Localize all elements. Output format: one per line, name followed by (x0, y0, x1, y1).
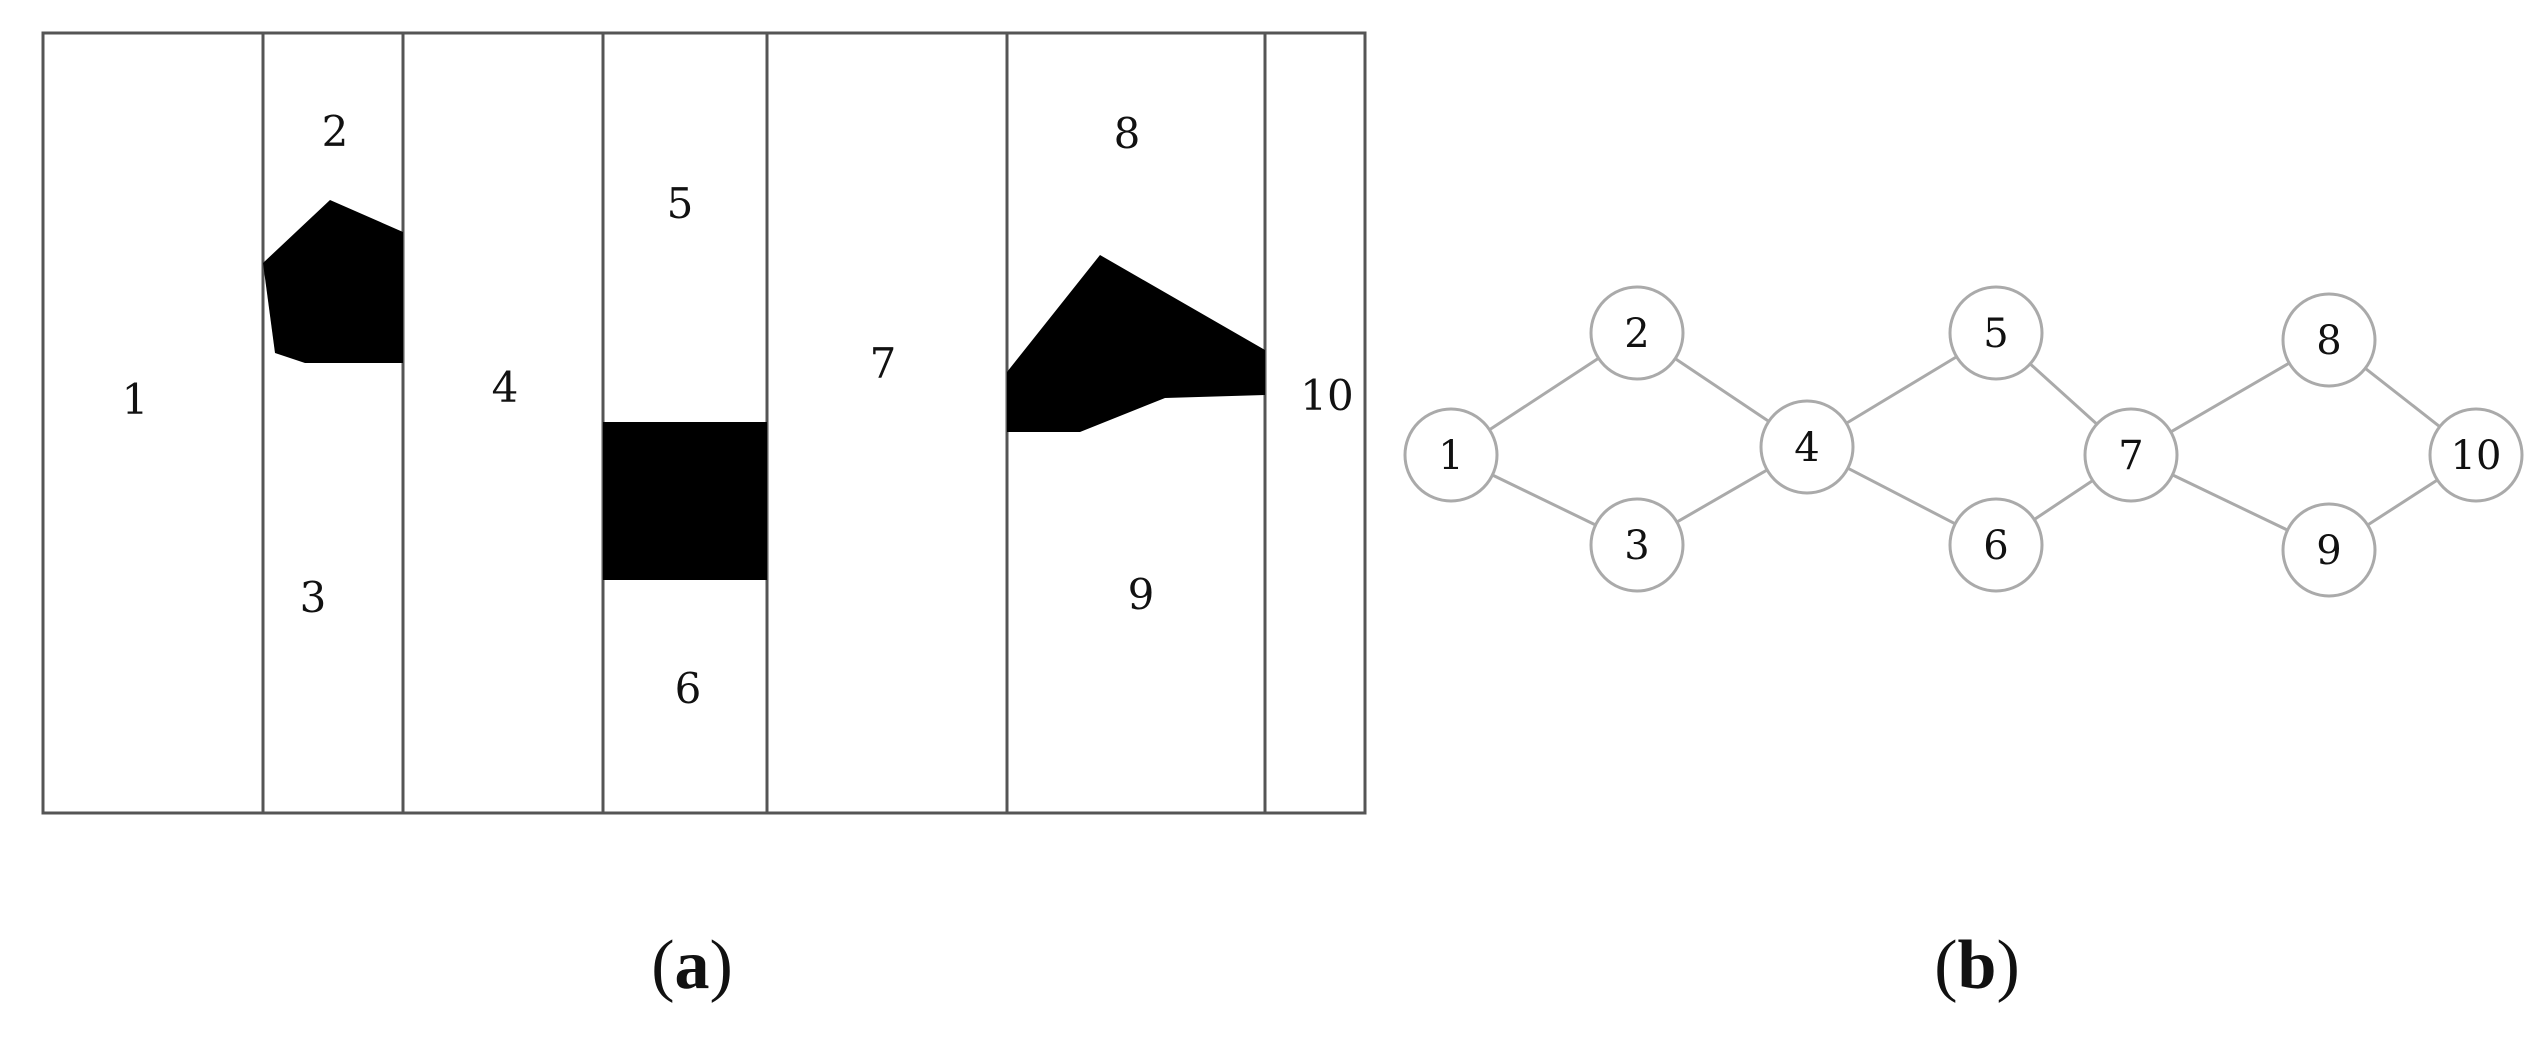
graph-edge-2-4 (1674, 357, 1770, 423)
obstacle-polygon (1007, 255, 1265, 432)
node-circle (2281, 292, 2377, 388)
node-label: 3 (1624, 523, 1649, 569)
cell-label: 7 (870, 339, 897, 388)
node-label: 8 (2316, 318, 2341, 364)
graph-node-6: 6 (1948, 497, 2044, 593)
node-circle (1403, 407, 1499, 503)
node-label: 4 (1794, 425, 1819, 471)
graph-edge-1-2 (1488, 356, 1600, 432)
cell-label: 8 (1114, 109, 1141, 158)
obstacle-rectangle (603, 422, 767, 580)
panel-a-cell-decomposition: 1 2 3 4 5 6 7 8 9 10 (a) (41, 31, 1367, 1004)
cell-label: 2 (322, 107, 349, 156)
graph-edge-4-5 (1845, 355, 1958, 425)
cell-label: 6 (675, 664, 702, 713)
graph-edge-7-8 (2170, 361, 2290, 434)
graph-edge-9-10 (2366, 478, 2439, 527)
graph-edge-5-7 (2029, 362, 2098, 426)
node-label: 6 (1983, 523, 2008, 569)
cell-label: 4 (492, 363, 519, 412)
obstacle-polygon (263, 200, 403, 363)
graph-edge-3-4 (1676, 468, 1768, 524)
node-circle (1589, 285, 1685, 381)
node-circle (1589, 497, 1685, 593)
graph-edge-1-3 (1491, 473, 1597, 527)
graph-edge-8-10 (2364, 367, 2441, 428)
cell-label: 1 (122, 375, 149, 424)
node-label: 9 (2316, 528, 2341, 574)
graph-node-2: 2 (1589, 285, 1685, 381)
cell-label: 10 (1300, 371, 1353, 420)
node-circle (2428, 407, 2524, 503)
graph-edges (1488, 355, 2441, 532)
node-label: 1 (1438, 433, 1463, 479)
graph-node-3: 3 (1589, 497, 1685, 593)
node-circle (1948, 497, 2044, 593)
graph-node-1: 1 (1403, 407, 1499, 503)
cell-label: 5 (667, 179, 694, 228)
node-label: 10 (2451, 433, 2502, 479)
panel-b-caption: (b) (1934, 927, 2020, 1004)
map-boundary (41, 31, 1367, 815)
cell-label: 3 (300, 573, 327, 622)
graph-node-7: 7 (2083, 407, 2179, 503)
graph-edge-4-6 (1847, 466, 1956, 526)
graph-node-10: 10 (2428, 407, 2524, 503)
graph-node-4: 4 (1759, 399, 1855, 495)
node-circle (1759, 399, 1855, 495)
graph-node-8: 8 (2281, 292, 2377, 388)
node-label: 5 (1983, 311, 2008, 357)
panel-b-connectivity-graph: 1 2 3 4 5 6 7 8 9 10 (b) (1403, 285, 2524, 1004)
node-circle (1948, 285, 2044, 381)
cell-label: 9 (1128, 570, 1155, 619)
panel-a-caption: (a) (651, 927, 733, 1004)
node-circle (2281, 502, 2377, 598)
graph-nodes: 1 2 3 4 5 6 7 8 9 10 (1403, 285, 2524, 598)
node-label: 7 (2118, 433, 2143, 479)
graph-edge-6-7 (2033, 479, 2094, 521)
graph-node-9: 9 (2281, 502, 2377, 598)
graph-edge-7-9 (2171, 473, 2289, 532)
graph-node-5: 5 (1948, 285, 2044, 381)
node-circle (2083, 407, 2179, 503)
node-label: 2 (1624, 311, 1649, 357)
